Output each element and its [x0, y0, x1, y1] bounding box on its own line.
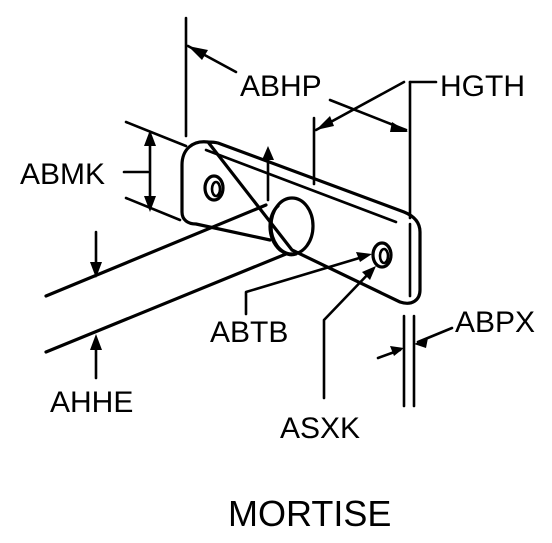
ahhe-arrowhead-top	[90, 262, 102, 278]
abpx-arrowhead-right	[414, 338, 428, 348]
asxk-arrowhead	[362, 266, 376, 280]
left-hole	[203, 174, 225, 202]
right-hole-inner	[378, 247, 390, 265]
abmk-arrowhead-bottom	[144, 196, 156, 212]
rod-top-edge	[44, 203, 268, 298]
abpx-arrowhead-left	[390, 346, 404, 356]
hgth-arrowhead-right	[390, 122, 408, 132]
abtb-leader-line	[244, 254, 368, 316]
abpx-dimension	[376, 314, 454, 408]
asxk-leader-line	[322, 268, 374, 400]
rod-bottom-edge	[44, 252, 288, 354]
right-hole	[371, 241, 393, 269]
label-ahhe: AHHE	[50, 386, 133, 419]
ahhe-dimension	[90, 230, 102, 380]
rod	[44, 203, 288, 354]
plate-outline	[180, 140, 422, 305]
abtb-arrowhead	[356, 252, 372, 262]
abhp-dimension	[184, 16, 274, 202]
plate-thickness-top	[204, 148, 398, 224]
label-abhp: ABHP	[240, 70, 322, 103]
abhp-arrowhead	[188, 46, 208, 60]
mortise-plate	[180, 140, 422, 305]
label-asxk: ASXK	[280, 412, 360, 445]
asxk-leader	[322, 266, 376, 400]
abmk-extension-top	[124, 120, 188, 148]
ahhe-arrowhead-bottom	[90, 334, 102, 350]
abmk-dimension	[122, 120, 188, 222]
left-hole-inner	[210, 180, 222, 198]
hgth-arrowhead-left	[316, 116, 334, 130]
diagram-title: MORTISE	[228, 493, 391, 534]
abtb-leader	[244, 252, 372, 316]
label-hgth: HGTH	[440, 70, 525, 103]
abmk-arrowhead-top	[144, 130, 156, 146]
hgth-dimension	[312, 80, 438, 220]
label-abmk: ABMK	[20, 158, 105, 191]
abmk-extension-bottom	[124, 196, 182, 222]
abhp-arrowhead-plate	[262, 146, 274, 160]
boss-side	[268, 204, 298, 257]
rod-end-boss	[268, 196, 315, 257]
label-abpx: ABPX	[455, 306, 535, 339]
label-abtb: ABTB	[210, 316, 288, 349]
abpx-arrow-right	[416, 326, 454, 344]
